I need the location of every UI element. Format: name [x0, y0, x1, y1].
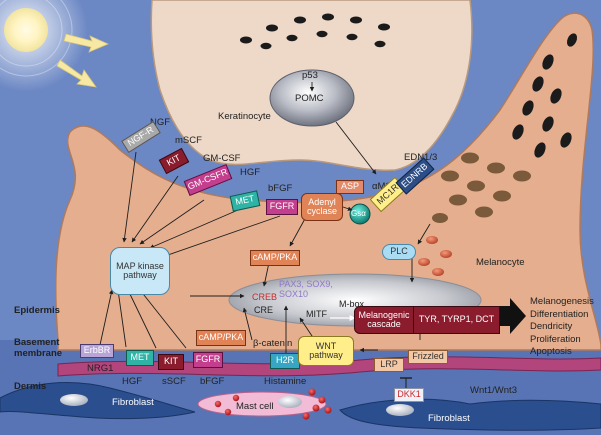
cre-label: CRE [254, 305, 274, 315]
melanosomes-dark [240, 13, 390, 50]
kit-bottom-box: KIT [158, 354, 184, 370]
tyr-box: TYR, TYRP1, DCT [414, 306, 500, 334]
sox10-label: SOX10 [279, 289, 309, 299]
pax-label: PAX3, SOX9, [279, 279, 333, 289]
pomc-label: POMC [295, 93, 324, 104]
outcome-list: Melanogenesis Differentiation Dendricity… [530, 297, 594, 357]
mitf-label: MITF [306, 309, 327, 319]
bfgf-top-label: bFGF [268, 183, 293, 194]
output-arrow [498, 298, 526, 334]
ngf-label: NGF [150, 117, 171, 128]
gmcsf-label: GM-CSF [203, 153, 241, 164]
outcome-melanogenesis: Melanogenesis [530, 296, 594, 307]
wnt13-label: Wnt1/Wnt3 [470, 385, 517, 396]
creb-label: CREB [252, 292, 278, 302]
hgf-bottom-label: HGF [122, 376, 143, 387]
asp-box: ASP [336, 180, 364, 194]
fibroblast-left-nucleus [60, 394, 88, 406]
fibroblast-left-label: Fibroblast [112, 397, 154, 408]
bfgf-bottom-label: bFGF [200, 376, 225, 387]
fibroblast-right-label: Fibroblast [428, 413, 470, 424]
outcome-differentiation: Differentiation [530, 308, 589, 320]
fibroblast-left [0, 382, 196, 420]
gsa-label: Gsα [351, 209, 366, 218]
h2r-box: H2R [270, 353, 300, 369]
camp-pka-bottom-box: cAMP/PKA [196, 330, 246, 346]
wnt-pathway-box: WNT pathway [298, 336, 354, 366]
p53-label: p53 [302, 70, 318, 81]
basement-membrane-band [57, 356, 601, 377]
histamine-label: Histamine [264, 376, 307, 387]
met-bottom-box: MET [126, 350, 154, 366]
signal-arrows [99, 121, 431, 355]
dkk1-box: DKK1 [394, 388, 424, 402]
melanosomes-dendrite [512, 33, 578, 158]
outcome-apoptosis: Apoptosis [530, 346, 572, 357]
outcome-proliferation: Proliferation [530, 333, 581, 345]
mast-cell-nucleus [278, 396, 302, 408]
mapk-box: MAP kinase pathway [110, 247, 170, 295]
fibroblast-right-nucleus [386, 404, 414, 416]
melanosomes-brown [432, 152, 531, 223]
melanogenic-cascade-box: Melanogenic cascade [354, 306, 414, 334]
mscf-label: mSCF [175, 135, 202, 146]
sscf-label: sSCF [162, 376, 186, 387]
plc-box: PLC [382, 244, 416, 260]
fgfr-top-box: FGFR [266, 199, 298, 215]
frizzled-box: Frizzled [408, 350, 448, 364]
melanocyte-label: Melanocyte [476, 257, 525, 268]
hgf-top-label: HGF [240, 167, 261, 178]
edn-label: EDN1/3 [404, 152, 438, 163]
fgfr-bottom-box: FGFR [193, 352, 223, 368]
outcome-dendricity: Dendricity [530, 321, 573, 332]
lrp-box: LRP [374, 358, 404, 372]
nrg1-label: NRG1 [87, 363, 114, 374]
adenyl-cyclase-box: Adenyl cyclase [301, 193, 343, 221]
bcatenin-label: β-catenin [253, 338, 293, 349]
erbbr-box: ErbBR [80, 344, 114, 358]
keratinocyte-label: Keratinocyte [218, 111, 271, 122]
mast-cell-label: Mast cell [236, 401, 274, 412]
dermis-label: Dermis [14, 381, 47, 392]
uv-ray-arrows [56, 33, 110, 88]
membrane-label: membrane [14, 348, 63, 359]
mbox-label: M-box [339, 299, 365, 309]
basement-label: Basement [14, 337, 60, 348]
epidermis-label: Epidermis [14, 305, 60, 316]
mast-cell-granules [214, 388, 332, 420]
camp-pka-top-box: cAMP/PKA [250, 250, 300, 266]
keratinocyte-nucleus [269, 69, 355, 127]
gsa-protein [349, 203, 371, 225]
